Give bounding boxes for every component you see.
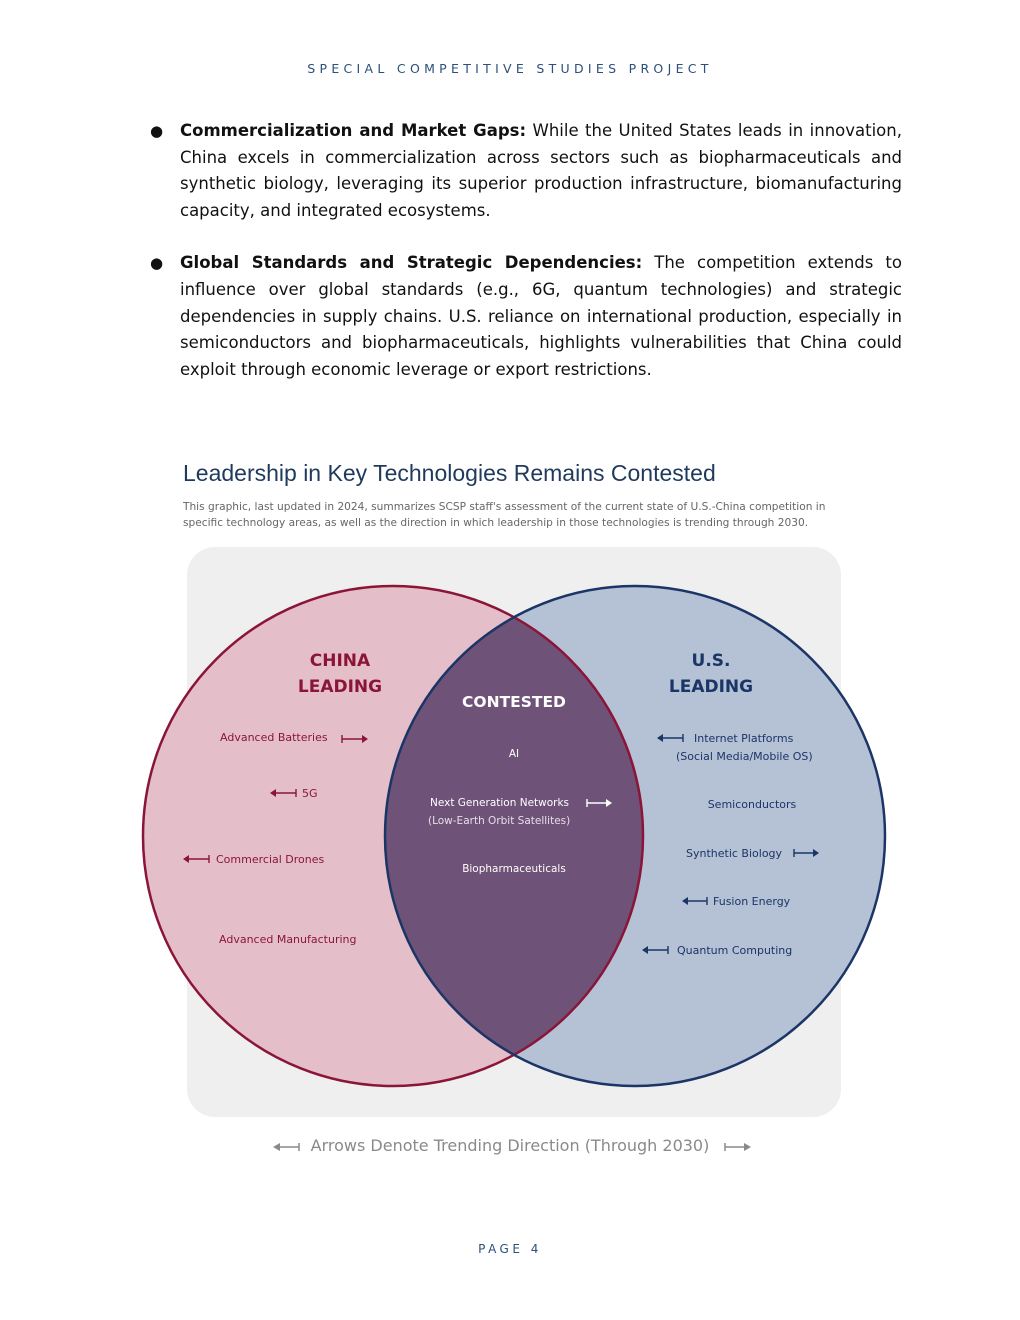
china-heading: CHINA	[310, 651, 371, 671]
arrow-left-icon	[657, 734, 684, 742]
contested-heading: CONTESTED	[462, 693, 566, 711]
arrow-legend: Arrows Denote Trending Direction (Throug…	[310, 1136, 710, 1155]
china-item: Commercial Drones	[216, 853, 325, 866]
us-item: Semiconductors	[708, 798, 797, 811]
china-item: 5G	[302, 787, 318, 800]
us-item: Fusion Energy	[713, 895, 791, 908]
us-heading: LEADING	[669, 677, 753, 697]
bullet-commercialization: ● Commercialization and Market Gaps: Whi…	[150, 118, 902, 224]
arrow-right-icon	[586, 799, 612, 807]
china-item: Advanced Batteries	[220, 731, 328, 744]
contested-overlap	[385, 586, 643, 1086]
china-item: Advanced Manufacturing	[219, 933, 356, 946]
us-item-sublabel: (Social Media/Mobile OS)	[676, 750, 813, 763]
arrow-left-icon	[270, 789, 297, 797]
contested-item: AI	[509, 748, 519, 760]
bullet-dot: ●	[150, 254, 164, 273]
arrow-right-icon	[341, 735, 368, 743]
us-circle	[385, 586, 885, 1086]
bullet-dot: ●	[150, 122, 164, 140]
china-heading: LEADING	[298, 677, 382, 697]
contested-item-sublabel: (Low-Earth Orbit Satellites)	[428, 815, 570, 827]
arrow-left-icon	[183, 855, 210, 863]
contested-item: Next Generation Networks	[430, 797, 569, 809]
china-circle-outline	[141, 584, 645, 1088]
bullet-text: While the United States leads in innovat…	[180, 121, 902, 220]
figure-subtitle: This graphic, last updated in 2024, summ…	[183, 501, 826, 529]
china-circle	[143, 586, 643, 1086]
bullet-heading: Global Standards and Strategic Dependenc…	[180, 253, 643, 273]
page-number: PAGE 4	[478, 1242, 542, 1256]
bullet-heading: Commercialization and Market Gaps:	[180, 121, 527, 140]
running-header: SPECIAL COMPETITIVE STUDIES PROJECT	[307, 61, 713, 76]
us-circle-outline	[383, 584, 887, 1088]
us-item: Quantum Computing	[677, 944, 792, 957]
arrow-left-icon	[682, 897, 708, 905]
contested-item: Biopharmaceuticals	[462, 863, 566, 875]
bullet-text: The competition extends to influence ove…	[180, 253, 902, 379]
arrow-right-icon	[793, 849, 819, 857]
bullet-standards: ● Global Standards and Strategic Depende…	[150, 250, 902, 383]
figure-title: Leadership in Key Technologies Remains C…	[183, 460, 716, 486]
bullet-list: ● Commercialization and Market Gaps: Whi…	[150, 118, 902, 383]
venn-panel	[187, 547, 841, 1117]
us-item: Internet Platforms	[694, 732, 794, 745]
arrow-left-icon	[642, 946, 669, 954]
us-heading: U.S.	[692, 651, 731, 671]
us-item: Synthetic Biology	[686, 847, 783, 860]
